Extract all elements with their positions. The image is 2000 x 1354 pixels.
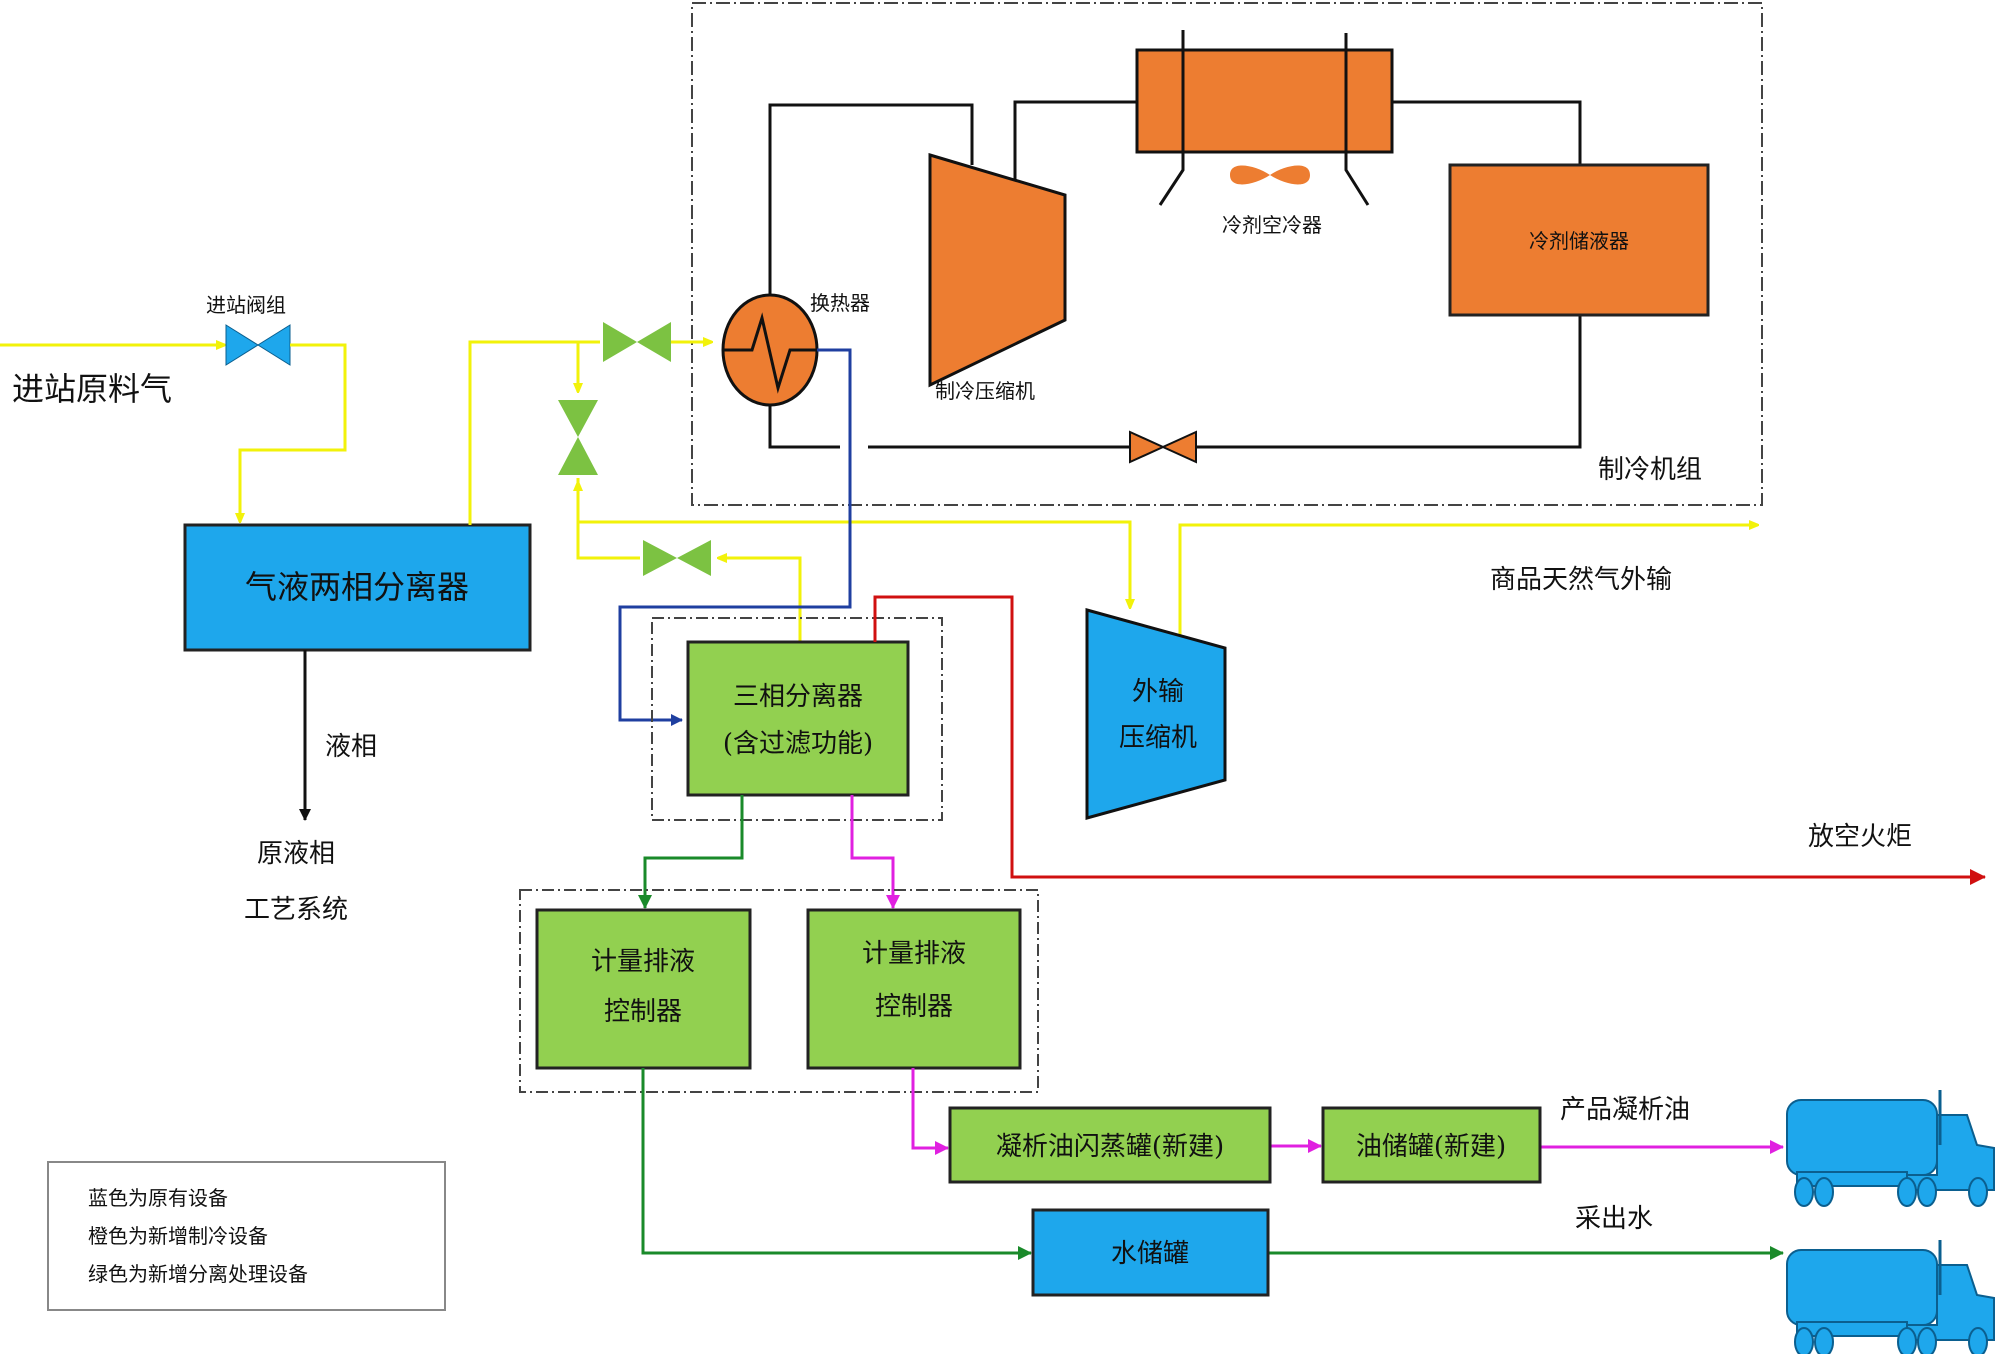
- legend-box: [47, 1161, 446, 1311]
- separator-boundary: [651, 617, 943, 821]
- condensate-lines: [911, 1068, 1784, 1155]
- original-liquid-system-label-1: 原液相: [257, 839, 335, 869]
- metering-controller-oil: [806, 908, 1022, 1070]
- refrigerant-lines: [768, 100, 1582, 449]
- inlet-gas-label: 进站原料气: [12, 370, 172, 408]
- sales-gas-export-label: 商品天然气外输: [1490, 565, 1672, 595]
- heat-exchanger-icon: [721, 293, 819, 407]
- gas-line: [240, 343, 347, 522]
- inlet-valve-group-label: 进站阀组: [206, 293, 286, 317]
- condensate-line: [850, 795, 900, 909]
- fan-icon: [1230, 165, 1310, 185]
- refrigerant-air-cooler: [1135, 30, 1394, 206]
- product-condensate-label: 产品凝析油: [1560, 1095, 1690, 1125]
- metering-controller-label-1: 计量排液: [591, 947, 695, 977]
- gas-liquid-separator-label: 气液两相分离器: [245, 568, 469, 606]
- legend-item-green: 绿色为新增分离处理设备: [88, 1262, 308, 1286]
- export-compressor-label-2: 压缩机: [1119, 723, 1197, 753]
- export-compressor-label-1: 外输: [1132, 677, 1184, 707]
- oil-storage-tank-label: 油储罐(新建): [1356, 1132, 1506, 1162]
- controller-boundary: [519, 889, 1039, 1093]
- water-line: [638, 795, 744, 909]
- water-storage-tank: [1031, 1208, 1270, 1297]
- water-storage-tank-label: 水储罐: [1111, 1239, 1189, 1269]
- valve-icon: [225, 324, 291, 366]
- compressor-icon: [1085, 608, 1227, 820]
- valve-icon: [558, 400, 598, 475]
- refrigerant-receiver-label: 冷剂储液器: [1529, 229, 1629, 253]
- gas-lines: [468, 342, 1758, 642]
- three-phase-separator: [686, 640, 910, 797]
- condensate-flash-tank: [948, 1106, 1272, 1184]
- refrigeration-compressor-label: 制冷压缩机: [935, 379, 1035, 403]
- produced-water-label: 采出水: [1575, 1204, 1653, 1234]
- liquid-phase-label: 液相: [325, 732, 377, 762]
- cold-gas-line: [618, 348, 852, 726]
- refrigeration-unit-label: 制冷机组: [1598, 455, 1702, 485]
- gas-liquid-separator: [183, 523, 532, 652]
- valve-icon: [603, 322, 671, 362]
- flare-label: 放空火炬: [1808, 822, 1912, 852]
- legend-item-orange: 橙色为新增制冷设备: [88, 1224, 268, 1248]
- heat-exchanger-label: 换热器: [810, 291, 870, 315]
- condensate-flash-tank-label: 凝析油闪蒸罐(新建): [996, 1132, 1224, 1162]
- tanker-truck-icon: [1785, 1238, 1996, 1354]
- three-phase-separator-label-2: (含过滤功能): [723, 729, 873, 759]
- water-lines: [641, 1068, 1784, 1260]
- tanker-truck-icon: [1785, 1088, 1996, 1208]
- legend-item-blue: 蓝色为原有设备: [88, 1186, 228, 1210]
- valve-icon: [1129, 430, 1197, 464]
- flare-line: [873, 595, 1986, 885]
- refrigeration-unit-boundary: [691, 2, 1763, 506]
- compressor-icon: [928, 152, 1067, 388]
- valve-icon: [643, 540, 711, 576]
- air-cooler-label: 冷剂空冷器: [1222, 213, 1322, 237]
- three-phase-separator-label-1: 三相分离器: [733, 682, 863, 712]
- metering-controller-water: [535, 908, 752, 1070]
- oil-storage-tank: [1321, 1106, 1542, 1184]
- refrigerant-receiver: [1448, 163, 1710, 317]
- metering-controller-label-2: 控制器: [875, 992, 953, 1022]
- original-liquid-system-label-2: 工艺系统: [244, 895, 348, 925]
- metering-controller-label-1: 计量排液: [862, 939, 966, 969]
- metering-controller-label-2: 控制器: [604, 997, 682, 1027]
